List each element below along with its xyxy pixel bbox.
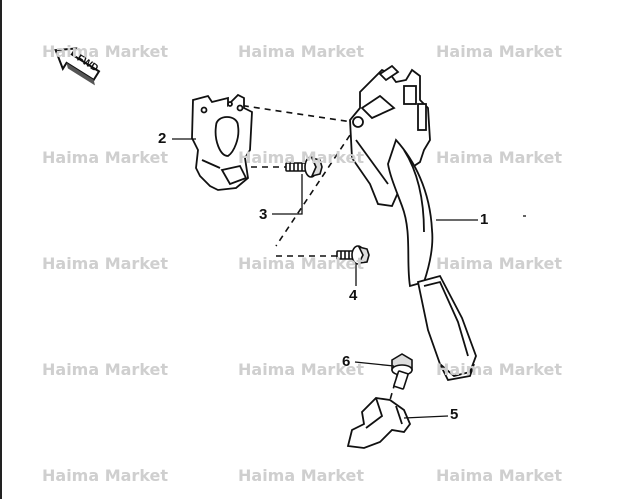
- mounting-bracket-part: [191, 93, 253, 191]
- callout-2: 2: [158, 130, 167, 147]
- watermark-text: Haima Market: [238, 466, 365, 485]
- callout-5: 5: [450, 406, 459, 423]
- watermark-text: Haima Market: [42, 466, 169, 485]
- watermark-text: Haima Market: [436, 360, 563, 379]
- callout-6: 6: [342, 353, 351, 370]
- watermark-text: Haima Market: [436, 42, 563, 61]
- watermark-text: Haima Market: [238, 254, 365, 273]
- watermark-text: Haima Market: [436, 148, 563, 167]
- bolt-part-4: [336, 245, 370, 265]
- watermark-text: Haima Market: [42, 360, 169, 379]
- lower-bracket-part: [346, 397, 412, 449]
- callout-1: 1: [480, 211, 489, 228]
- watermark-text: Haima Market: [436, 254, 563, 273]
- watermark-text: Haima Market: [42, 254, 169, 273]
- leader-lines: [172, 138, 526, 419]
- watermark-text: Haima Market: [238, 360, 365, 379]
- callout-3: 3: [259, 206, 268, 223]
- watermark-text: Haima Market: [42, 148, 169, 167]
- bolt-part-6: [391, 353, 413, 390]
- callout-4: 4: [349, 287, 358, 304]
- watermark-text: Haima Market: [436, 466, 563, 485]
- watermark-text: Haima Market: [238, 148, 365, 167]
- accelerator-pedal-part: [349, 64, 477, 382]
- watermark-text: Haima Market: [42, 42, 169, 61]
- watermark-text: Haima Market: [238, 42, 365, 61]
- fwd-arrow-icon: [54, 47, 101, 86]
- bolt-part-3: [285, 156, 323, 178]
